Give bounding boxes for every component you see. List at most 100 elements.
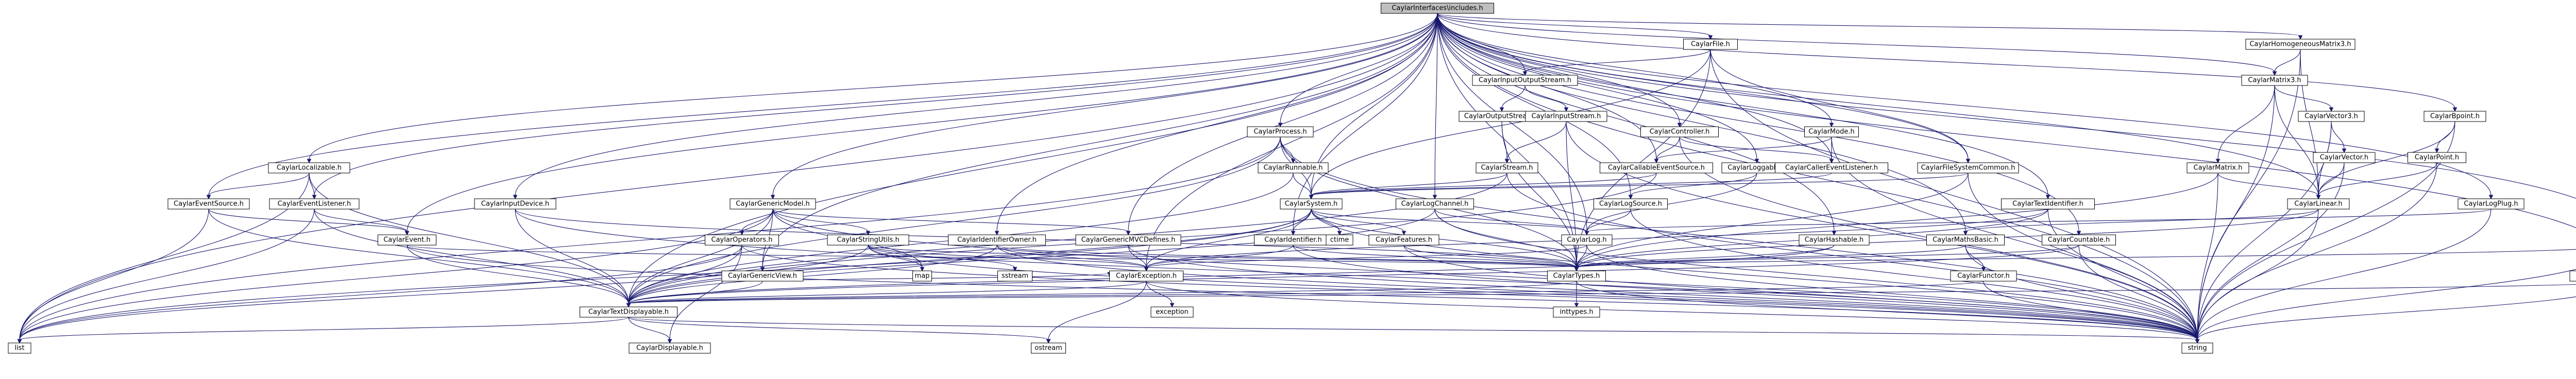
header-node[interactable]: CaylarSystem.h [1280,198,1343,210]
header-node[interactable]: CaylarRunnable.h [1258,162,1329,174]
header-node[interactable]: CaylarPoint.h [2408,152,2466,163]
header-node[interactable]: CaylarVector3.h [2298,111,2365,122]
header-node[interactable]: CaylarStringUtils.h [827,234,909,246]
edge-arrowhead [1432,195,1437,200]
include-edge [1586,173,1757,232]
edge-arrowhead [307,159,312,164]
external-header-node[interactable]: ostream [1031,342,1066,354]
header-node[interactable]: CaylarFile.h [1683,39,1738,50]
include-edge [309,173,315,196]
header-node[interactable]: CaylarLogPlug.h [2458,198,2524,210]
header-node[interactable]: CaylarVector.h [2313,152,2376,163]
header-node[interactable]: CaylarGenericController.h [2569,270,2576,282]
header-node[interactable]: CaylarInputStream.h [1525,111,1607,122]
header-node[interactable]: CaylarMatrix3.h [2241,75,2308,86]
include-edge [868,245,1015,268]
header-node[interactable]: CaylarEventListener.h [269,198,360,210]
header-node[interactable]: CaylarFunctor.h [1950,270,2017,282]
node-label: sstream [1002,272,1028,280]
header-node[interactable]: CaylarMode.h [1804,126,1859,137]
header-node[interactable]: CaylarFileSystemCommon.h [1917,162,2019,174]
external-header-node[interactable]: inttypes.h [1553,306,1600,318]
header-node[interactable]: CaylarTextDisplayable.h [580,306,677,318]
node-label: CaylarInputDevice.h [481,200,549,208]
header-node[interactable]: CaylarCountable.h [2042,234,2116,246]
external-header-node[interactable]: sstream [997,270,1032,282]
header-node[interactable]: CaylarLogChannel.h [1396,198,1474,210]
node-label: CaylarVector3.h [2304,113,2358,120]
header-node[interactable]: CaylarInputOutputStream.h [1472,75,1578,86]
include-edge [1630,173,1757,196]
header-node[interactable]: CaylarGenericMVCDefines.h [1075,234,1181,246]
header-node[interactable]: CaylarEvent.h [378,234,436,246]
header-node[interactable]: CaylarLocalizable.h [268,162,350,174]
edge-arrowhead [1291,231,1296,236]
node-box [1258,162,1329,174]
node-box [378,234,436,246]
header-node[interactable]: CaylarDisplayable.h [629,342,711,354]
external-header-node[interactable]: map [912,270,932,282]
node-box [1775,162,1888,174]
include-edge [1437,13,2319,196]
header-node[interactable]: CaylarGenericModel.h [730,198,816,210]
edge-arrowhead [1829,159,1834,164]
header-node[interactable]: CaylarTypes.h [1547,270,1606,282]
header-node[interactable]: CaylarHomogeneousMatrix3.h [2245,39,2355,50]
node-label: CaylarInputStream.h [1532,113,1601,120]
external-header-node[interactable]: string [2181,342,2213,354]
include-edge [2274,49,2301,73]
include-edge [741,209,773,232]
node-label: CaylarStream.h [1481,164,1533,172]
edge-arrowhead [2434,148,2439,153]
node-label: CaylarLogChannel.h [1401,200,1469,208]
header-node[interactable]: CaylarFeatures.h [1368,234,1439,246]
external-header-node[interactable]: list [8,342,31,354]
header-node[interactable]: CaylarEventSource.h [167,198,250,210]
include-edge [309,13,1438,160]
edge-arrowhead [626,303,631,308]
include-edge [309,173,629,304]
header-node[interactable]: CaylarIdentifierOwner.h [948,234,1046,246]
include-edge [2197,209,2319,340]
node-box [2408,152,2466,163]
header-node[interactable]: CaylarMatrix.h [2187,162,2249,174]
edge-arrowhead [1170,303,1175,308]
node-label: CaylarMatrix3.h [2248,77,2301,84]
header-node[interactable]: CaylarLinear.h [2287,198,2350,210]
node-label: CaylarFileSystemCommon.h [1921,164,2015,172]
external-header-node[interactable]: exception [1150,306,1194,318]
header-node[interactable]: CaylarLoggable.h [1721,162,1792,174]
include-edge [628,281,1984,304]
header-node[interactable]: CaylarProcess.h [1247,126,1314,137]
edge-arrowhead [17,339,22,344]
node-box [2424,111,2486,122]
include-edge [628,317,1049,340]
header-node[interactable]: CaylarOperators.h [705,234,779,246]
edge-arrowhead [1963,231,1968,236]
include-edge [1437,13,2576,229]
header-node[interactable]: CaylarLogSource.h [1594,198,1668,210]
include-edge [2331,121,2345,150]
edge-arrowhead [866,231,871,236]
header-node[interactable]: CaylarGenericView.h [721,270,804,282]
header-node[interactable]: CaylarCallerEventListener.h [1775,162,1888,174]
header-node[interactable]: CaylarIdentifier.h [1254,234,1332,246]
header-node[interactable]: CaylarInputDevice.h [474,198,556,210]
include-edge [1437,13,1711,37]
header-node[interactable]: CaylarController.h [1640,126,1719,137]
header-node[interactable]: CaylarBpoint.h [2424,111,2486,122]
external-header-node[interactable]: ctime [1326,234,1353,246]
node-box [1561,234,1613,246]
header-node[interactable]: CaylarLog.h [1561,234,1613,246]
include-edge [1128,245,1147,268]
header-node[interactable]: CaylarHashable.h [1799,234,1870,246]
include-edge [1437,13,2455,109]
node-label: string [2188,344,2207,352]
node-box [2245,39,2355,50]
header-node[interactable]: CaylarCallableEventSource.h [1600,162,1713,174]
header-node[interactable]: CaylarOutputStream.h [1459,111,1545,122]
header-node[interactable]: CaylarMathsBasic.h [1926,234,2005,246]
header-node[interactable]: CaylarException.h [1109,270,1183,282]
header-node[interactable]: CaylarTextIdentifier.h [2001,198,2095,210]
header-node[interactable]: CaylarStream.h [1476,162,1538,174]
